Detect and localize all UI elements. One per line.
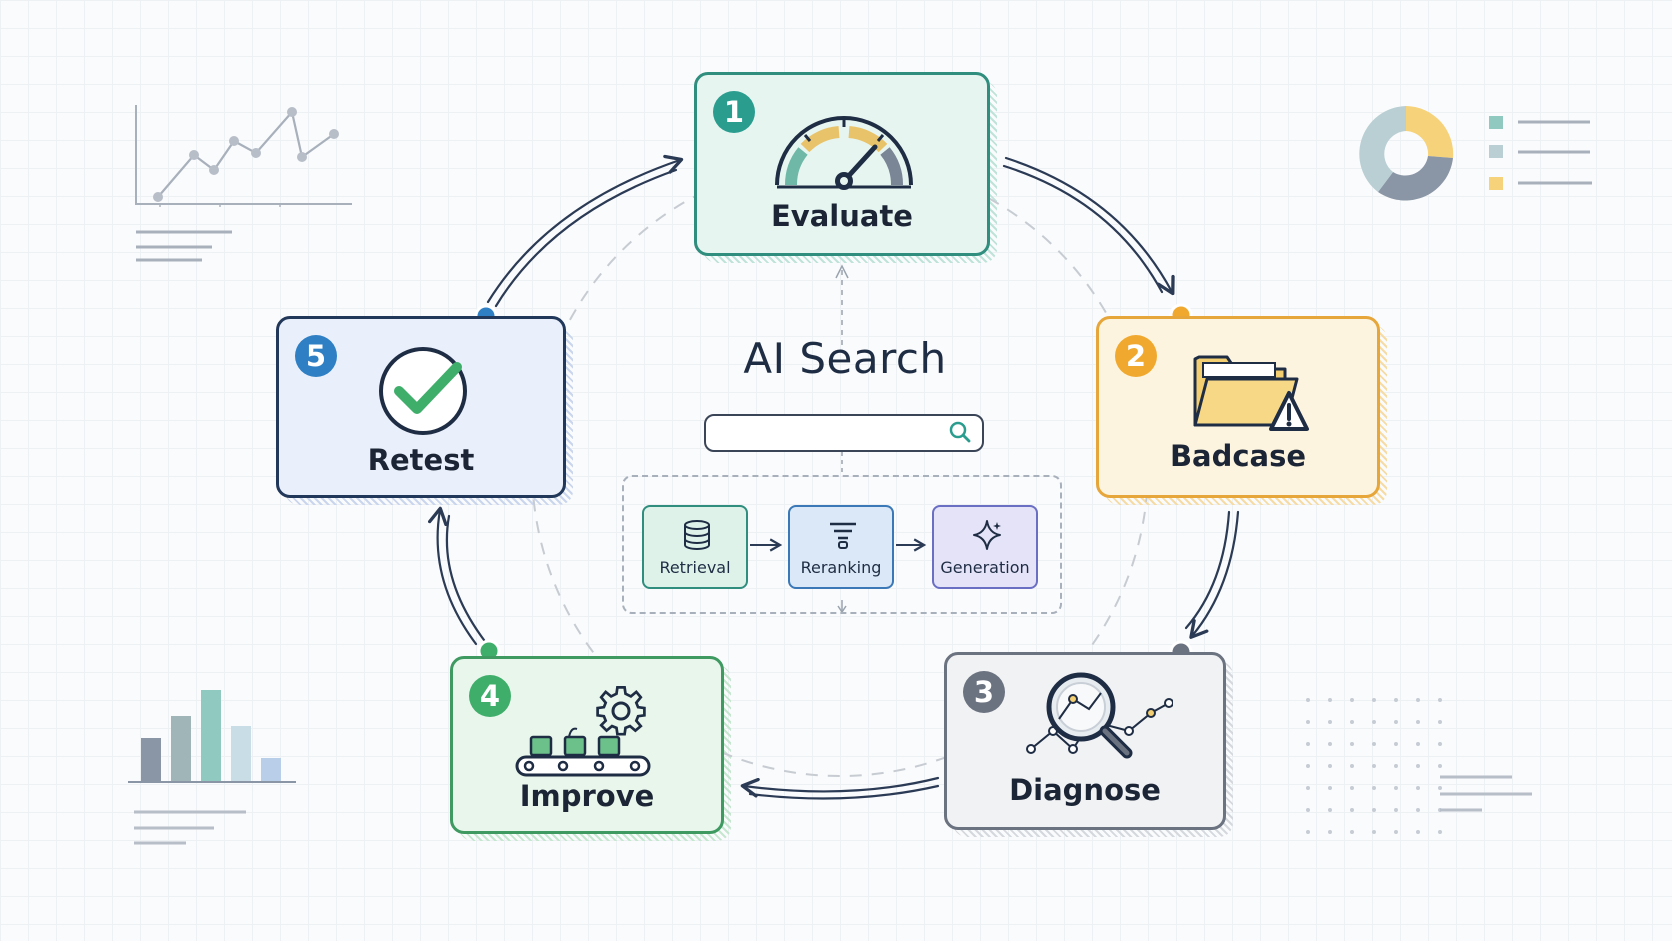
grid-dot — [1350, 698, 1354, 702]
grid-dot — [1438, 698, 1442, 702]
arrow-diagnose-to-improve — [740, 776, 940, 800]
grid-dot — [1372, 764, 1376, 768]
grid-dot — [1306, 786, 1310, 790]
grid-dot — [1438, 830, 1442, 834]
grid-dot — [1372, 720, 1376, 724]
step-number-badge: 3 — [963, 671, 1005, 713]
grid-dot — [1350, 720, 1354, 724]
grid-dot — [1372, 830, 1376, 834]
stage-generation[interactable]: Generation — [932, 505, 1038, 589]
step-label: Badcase — [1169, 439, 1307, 473]
step-number-badge: 5 — [295, 335, 337, 377]
grid-dot — [1438, 786, 1442, 790]
arrow-improve-to-retest — [427, 506, 486, 646]
search-input[interactable] — [704, 414, 984, 452]
stage-reranking[interactable]: Reranking — [788, 505, 894, 589]
grid-dot — [1394, 808, 1398, 812]
stage-label: Retrieval — [659, 558, 731, 577]
grid-dot — [1416, 720, 1420, 724]
grid-dot — [1372, 808, 1376, 812]
grid-dot — [1350, 830, 1354, 834]
step-label: Evaluate — [771, 199, 913, 233]
grid-dot — [1416, 830, 1420, 834]
stage-label: Generation — [940, 558, 1030, 577]
grid-dot — [1306, 764, 1310, 768]
checkmark-icon — [379, 347, 467, 435]
grid-dot — [1306, 720, 1310, 724]
step-diagnose-card[interactable]: 3 Diagnose — [944, 652, 1233, 837]
grid-dot — [1328, 786, 1332, 790]
step-number-badge: 1 — [713, 91, 755, 133]
grid-dot — [1394, 742, 1398, 746]
grid-dot — [1306, 808, 1310, 812]
grid-dot — [1328, 698, 1332, 702]
pipeline-arrows — [750, 538, 927, 552]
page-title: AI Search — [743, 334, 947, 383]
funnel-icon — [830, 522, 856, 549]
search-pipeline: Retrieval Reranking Generation — [622, 475, 1062, 614]
grid-dot — [1328, 720, 1332, 724]
grid-dot — [1328, 830, 1332, 834]
grid-dot — [1306, 698, 1310, 702]
grid-dot — [1416, 698, 1420, 702]
grid-dot — [1394, 786, 1398, 790]
decorative-lines-right — [1440, 775, 1532, 812]
decorative-donut-chart — [1359, 106, 1592, 201]
step-label: Diagnose — [1009, 773, 1161, 807]
arrow-evaluate-to-badcase — [1002, 156, 1175, 296]
grid-dot — [1416, 742, 1420, 746]
arrow-badcase-to-diagnose — [1184, 510, 1240, 639]
grid-dot — [1306, 830, 1310, 834]
grid-dot — [1438, 742, 1442, 746]
step-label: Improve — [519, 779, 655, 813]
grid-dot — [1372, 786, 1376, 790]
grid-dot — [1438, 720, 1442, 724]
step-improve-card[interactable]: 4 Improve — [450, 656, 731, 841]
step-retest-card[interactable]: 5 Retest — [276, 316, 573, 505]
grid-dot — [1372, 698, 1376, 702]
grid-dot — [1394, 720, 1398, 724]
grid-dot — [1328, 808, 1332, 812]
stage-label: Reranking — [800, 558, 882, 577]
grid-dot — [1350, 808, 1354, 812]
step-label: Retest — [367, 443, 475, 477]
grid-dot — [1394, 764, 1398, 768]
grid-dot — [1372, 742, 1376, 746]
grid-dot — [1416, 786, 1420, 790]
gear-conveyor-icon — [515, 686, 651, 777]
decorative-dot-grid — [1306, 698, 1442, 834]
grid-dot — [1394, 830, 1398, 834]
magnifier-icon — [1026, 672, 1173, 759]
step-number-badge: 4 — [469, 675, 511, 717]
step-evaluate-card[interactable]: 1 Evaluate — [694, 72, 997, 263]
grid-dot — [1350, 742, 1354, 746]
stage-retrieval[interactable]: Retrieval — [642, 505, 748, 589]
grid-dot — [1394, 698, 1398, 702]
decorative-line-chart — [135, 105, 352, 262]
grid-dot — [1416, 764, 1420, 768]
search-icon[interactable] — [948, 420, 972, 444]
grid-dot — [1416, 808, 1420, 812]
grid-dot — [1350, 764, 1354, 768]
database-icon — [684, 520, 710, 550]
folder-warning-icon — [1193, 355, 1309, 431]
grid-dot — [1328, 764, 1332, 768]
gauge-icon — [775, 116, 913, 190]
grid-dot — [1350, 786, 1354, 790]
decorative-bar-chart — [128, 690, 296, 845]
step-badcase-card[interactable]: 2 Badcase — [1096, 316, 1387, 505]
sparkle-icon — [973, 520, 1001, 550]
grid-dot — [1328, 742, 1332, 746]
step-number-badge: 2 — [1115, 335, 1157, 377]
arrow-retest-to-evaluate — [486, 154, 684, 308]
grid-dot — [1306, 742, 1310, 746]
grid-dot — [1438, 764, 1442, 768]
